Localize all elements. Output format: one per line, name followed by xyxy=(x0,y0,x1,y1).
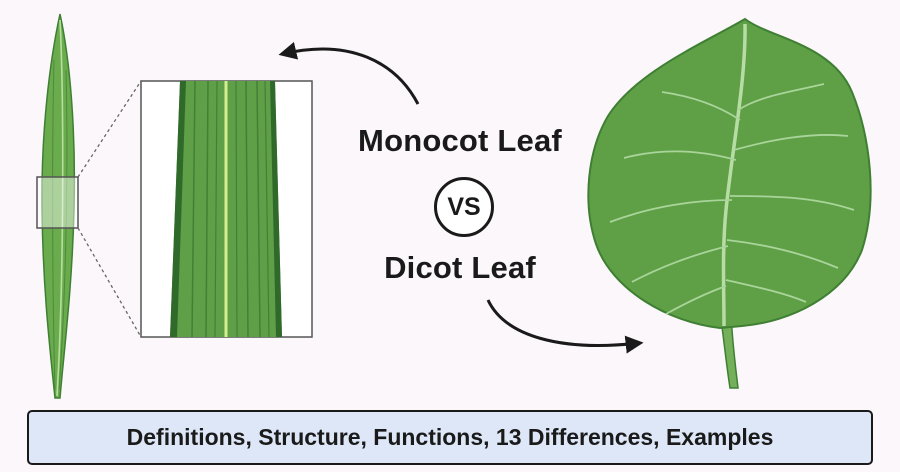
arrow-to-monocot xyxy=(278,41,420,105)
zoom-selection-box xyxy=(36,176,79,229)
monocot-zoom-detail xyxy=(140,80,313,338)
topics-banner: Definitions, Structure, Functions, 13 Di… xyxy=(27,410,873,465)
dicot-leaf-title: Dicot Leaf xyxy=(384,250,536,285)
arrow-to-dicot xyxy=(486,299,644,354)
versus-text: VS xyxy=(447,192,481,221)
zoom-connector-lines xyxy=(77,80,142,338)
monocot-leaf-title: Monocot Leaf xyxy=(358,123,562,158)
monocot-leaf-icon xyxy=(41,13,76,399)
banner-text: Definitions, Structure, Functions, 13 Di… xyxy=(126,424,774,450)
dicot-leaf-icon xyxy=(587,17,872,389)
versus-badge: VS xyxy=(434,177,494,237)
